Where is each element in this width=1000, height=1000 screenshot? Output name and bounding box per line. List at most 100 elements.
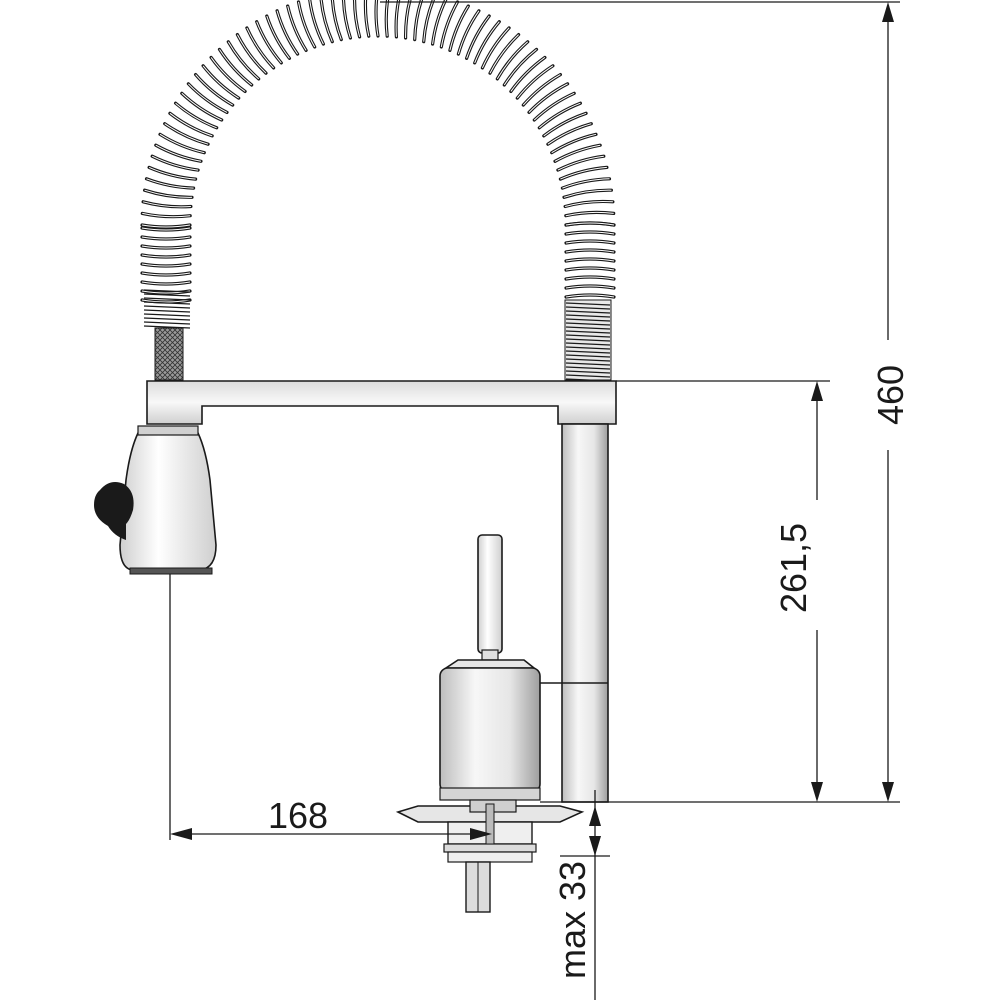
tight-coil-line <box>143 317 191 321</box>
spring-coil-turn <box>439 0 460 49</box>
spring-coil-highlight <box>496 41 529 80</box>
spring-coil-highlight <box>142 212 191 218</box>
spring-coil-highlight <box>141 224 191 228</box>
hose-mesh-left <box>154 327 184 381</box>
dimension-total-height: 460 <box>870 365 911 425</box>
spring-coil-highlight <box>489 34 519 74</box>
spring-coil-highlight <box>375 0 379 37</box>
spring-coil-highlight <box>565 211 614 217</box>
tight-coil-line <box>565 370 611 374</box>
spring-coil-highlight <box>141 254 191 258</box>
spring-coil-highlight <box>565 267 615 271</box>
spring-coil-highlight <box>565 222 615 226</box>
spring-coil-highlight <box>562 178 610 189</box>
spring-coil-highlight <box>155 144 202 162</box>
spring-coil-highlight <box>320 0 333 42</box>
spring-coil-highlight <box>533 92 575 121</box>
spring-coil-highlight <box>457 10 480 55</box>
spring-coil-highlight <box>266 15 290 59</box>
spring-coil-highlight <box>423 0 434 42</box>
spring-coil-highlight <box>276 10 299 55</box>
spring-coil-highlight <box>236 34 267 74</box>
spring-coil-highlight <box>227 41 260 80</box>
tight-coil-line <box>143 305 191 309</box>
spring-coil-highlight <box>343 0 351 39</box>
dimension-spout-height: 261,5 <box>773 523 814 613</box>
spring-coil-highlight <box>474 21 500 64</box>
spring-coil-highlight <box>565 285 615 289</box>
spring-coil-highlight <box>449 5 469 51</box>
tight-coil-line <box>565 326 611 330</box>
spring-coil-highlight <box>543 112 587 137</box>
spring-coil-turn <box>558 165 609 181</box>
spring-coil-highlight <box>557 155 604 171</box>
spring-coil-highlight <box>565 249 615 253</box>
spring-coil-highlight <box>414 0 422 40</box>
spring-coil-highlight <box>164 123 209 145</box>
spring-coil-highlight <box>364 0 370 37</box>
tight-coil-line <box>565 342 611 346</box>
spring-coil-highlight <box>565 240 615 244</box>
spring-coil-highlight <box>146 178 194 189</box>
spring-coil-highlight <box>560 166 607 180</box>
lever-neck <box>481 649 499 661</box>
spring-coil-turn <box>352 0 362 39</box>
mixer-bottom-ring <box>439 787 541 801</box>
spring-coil-highlight <box>481 27 510 69</box>
spring-coil-highlight <box>256 21 282 64</box>
hose-tight-coil-lines <box>565 302 611 382</box>
spring-coil-highlight <box>563 189 612 198</box>
tight-coil-line <box>565 310 611 314</box>
spring-coil-turn <box>144 177 196 190</box>
spring-coil-highlight <box>141 227 191 231</box>
tight-coil-line <box>565 306 611 310</box>
spring-coil-highlight <box>141 281 191 285</box>
tight-coil-line <box>565 330 611 334</box>
spring-coil-highlight <box>565 231 615 235</box>
lever-handle <box>477 534 503 654</box>
tight-coil-line <box>565 346 611 350</box>
spring-coil-highlight <box>309 0 324 45</box>
tight-coil-line <box>565 358 611 362</box>
spring-coil-highlight <box>219 49 253 86</box>
dimension-reach: 168 <box>268 795 328 836</box>
spray-button-icon <box>94 482 134 540</box>
mounting-washer-2 <box>447 851 533 863</box>
spray-nozzle <box>129 567 213 575</box>
mixer-body <box>439 667 541 793</box>
spring-coil-highlight <box>202 65 239 99</box>
spring-coil-highlight <box>528 83 568 113</box>
spring-coil-highlight <box>148 166 196 180</box>
tight-coil-line <box>565 302 611 306</box>
spring-coil-highlight <box>503 49 537 86</box>
spring-coil-highlight <box>141 245 191 249</box>
tight-coil-line <box>565 314 611 318</box>
spring-coil-highlight <box>141 299 191 303</box>
spring-coil-highlight <box>188 83 228 113</box>
tight-coil-line <box>565 362 611 366</box>
spring-coil-highlight <box>564 200 613 207</box>
spring-coil-highlight <box>246 27 274 69</box>
spring-coil-highlight <box>331 0 342 40</box>
spring-coil-turn <box>560 177 612 190</box>
tight-coil-line <box>143 321 191 325</box>
tight-coil-line <box>565 338 611 342</box>
spring-coil-highlight <box>554 144 601 162</box>
spring-hose <box>140 0 616 304</box>
spring-coil-highlight <box>175 102 217 129</box>
tight-coil-line <box>143 289 191 293</box>
spray-head <box>119 432 217 571</box>
spring-coil-highlight <box>551 133 597 154</box>
spring-coil-highlight <box>169 112 213 137</box>
spring-coil-highlight <box>141 272 191 276</box>
faucet-column <box>561 423 609 803</box>
tight-coil-line <box>565 334 611 338</box>
hose-tight-coil-left <box>143 289 191 329</box>
spring-coil-highlight <box>385 0 389 37</box>
spring-coil-highlight <box>142 201 191 208</box>
dimension-arrows <box>170 2 894 856</box>
lever-base <box>443 659 537 669</box>
dimension-lines <box>169 1 900 1000</box>
spring-coil-highlight <box>141 236 191 240</box>
